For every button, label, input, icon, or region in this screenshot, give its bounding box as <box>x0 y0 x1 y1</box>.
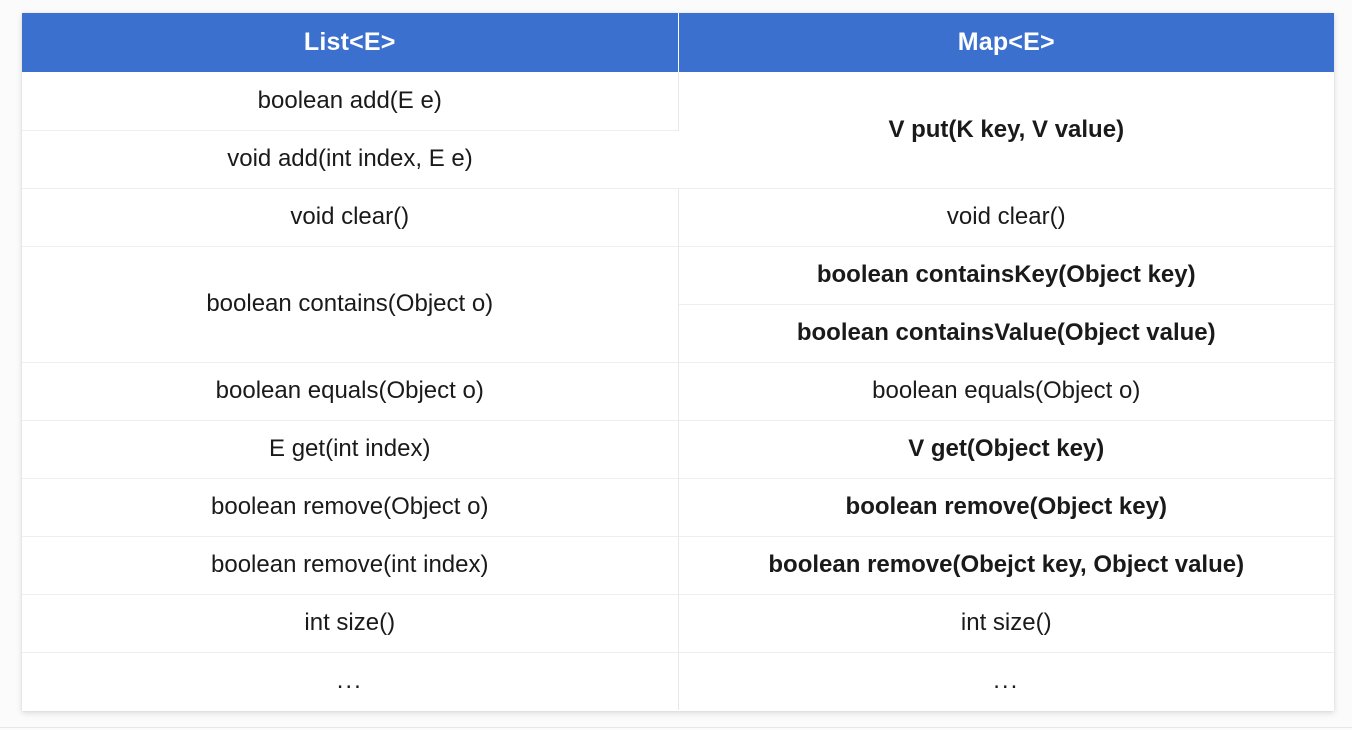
table-row: boolean contains(Object o)boolean contai… <box>22 246 1334 363</box>
table-cell-left: E get(int index) <box>22 420 679 479</box>
table-cell-left: boolean contains(Object o) <box>22 246 679 363</box>
table-row: ...... <box>22 652 1334 710</box>
table-row: boolean add(E e)V put(K key, V value) <box>22 72 1334 189</box>
column-header-map: Map<E> <box>678 13 1334 72</box>
table-cell-right: ... <box>678 652 1334 710</box>
table-cell-right-highlighted: V get(Object key) <box>678 420 1334 479</box>
table-row: boolean equals(Object o)boolean equals(O… <box>22 362 1334 421</box>
table-row: boolean containsValue(Object value) <box>22 304 1334 363</box>
comparison-table-container: List<E> Map<E> boolean add(E e)V put(K k… <box>22 13 1334 711</box>
table-cell-right: int size() <box>678 594 1334 653</box>
table-cell-right: boolean equals(Object o) <box>678 362 1334 421</box>
table-cell-left: void add(int index, E e) <box>22 130 678 189</box>
table-cell-right-highlighted: boolean containsKey(Object key) <box>678 246 1334 305</box>
table-cell-left: int size() <box>22 594 679 653</box>
table-cell-right: void clear() <box>678 188 1334 247</box>
table-cell-left: ... <box>22 652 679 710</box>
list-map-comparison-table: List<E> Map<E> boolean add(E e)V put(K k… <box>22 13 1334 710</box>
table-cell-right-highlighted: boolean containsValue(Object value) <box>678 304 1334 363</box>
table-row: boolean remove(Object o)boolean remove(O… <box>22 478 1334 537</box>
table-row: boolean remove(int index)boolean remove(… <box>22 536 1334 595</box>
table-header-row: List<E> Map<E> <box>22 13 1334 72</box>
table-cell-left: boolean remove(Object o) <box>22 478 679 537</box>
table-row: void add(int index, E e) <box>22 130 1334 189</box>
table-row: E get(int index)V get(Object key) <box>22 420 1334 479</box>
table-row: int size()int size() <box>22 594 1334 653</box>
table-row: void clear()void clear() <box>22 188 1334 247</box>
table-cell-right-highlighted: boolean remove(Obejct key, Object value) <box>678 536 1334 595</box>
table-cell-right-highlighted: V put(K key, V value) <box>678 72 1334 189</box>
column-header-list: List<E> <box>22 13 679 72</box>
page-bottom-divider <box>0 727 1352 728</box>
table-cell-left: void clear() <box>22 188 679 247</box>
table-cell-right-highlighted: boolean remove(Object key) <box>678 478 1334 537</box>
table-body: boolean add(E e)V put(K key, V value)voi… <box>22 72 1334 710</box>
table-header: List<E> Map<E> <box>22 13 1334 72</box>
table-cell-left: boolean add(E e) <box>22 72 679 131</box>
table-cell-left: boolean remove(int index) <box>22 536 679 595</box>
table-cell-left: boolean equals(Object o) <box>22 362 679 421</box>
